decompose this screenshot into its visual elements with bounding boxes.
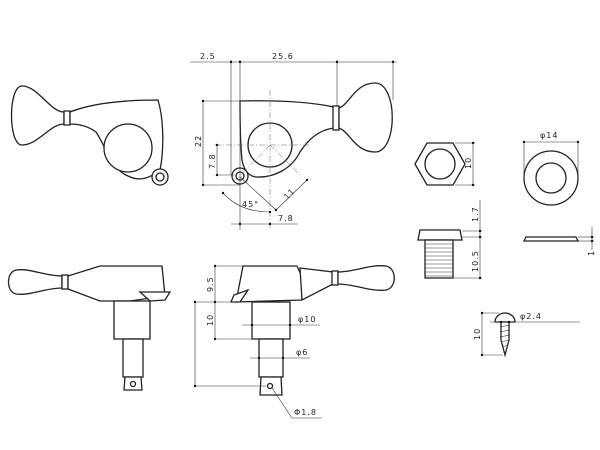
dim-label: 9.5: [206, 276, 215, 292]
dim-label: 11: [282, 186, 297, 201]
mounting-screw: φ2.4 10: [473, 311, 580, 358]
string-hole: [129, 380, 137, 388]
tuner-knob: [337, 265, 395, 291]
dim-label: 1.7: [471, 206, 480, 222]
bushing-thread: [424, 239, 454, 279]
center-line: [269, 144, 301, 176]
tuner-side-view-left: [7, 265, 172, 391]
tuner-side-view-dimensioned: 9.5 10 φ10 φ6 Φ1.8: [193, 264, 395, 419]
dim-label: 25.6: [272, 52, 294, 61]
dim-label: 7.8: [278, 214, 294, 223]
screw-hole: [155, 172, 165, 182]
tuner-front-view-left: [10, 85, 169, 186]
housing-tab: [138, 291, 172, 302]
hex-nut: 10: [414, 141, 475, 187]
knob-collar: [63, 110, 71, 126]
dim-label: 2.5: [200, 52, 216, 61]
dim-label: 1: [587, 250, 596, 256]
bushing-side: 1.7 10.5: [417, 200, 482, 280]
dim-label: φ6: [296, 348, 308, 357]
dim-label: φ2.4: [520, 312, 542, 321]
string-post: [122, 338, 144, 378]
dim-label: 22: [194, 135, 203, 147]
screw-head: [494, 312, 516, 323]
center-line: [235, 144, 271, 181]
tuner-knob: [10, 85, 65, 146]
screw-shank: [500, 321, 510, 358]
dim-label: 10: [473, 328, 482, 340]
tuner-knob: [7, 269, 63, 295]
tuner-housing: [235, 265, 303, 303]
knob-collar: [331, 270, 339, 286]
string-hole: [266, 382, 274, 390]
knob-collar: [61, 274, 69, 290]
tuner-knob: [338, 82, 393, 153]
dim-label: 10.5: [471, 250, 480, 272]
washer-hole: [535, 162, 567, 194]
tuner-front-view-dimensioned: 2.5 25.6 22 7.8 45° 11 7.8: [190, 52, 397, 230]
washer-front: φ14: [522, 131, 580, 206]
dim-label: φ10: [298, 315, 316, 324]
washer-side: 1: [522, 227, 596, 256]
dim-label: 10: [206, 314, 215, 326]
dim-label: 7.8: [208, 153, 217, 169]
dim-label: φ14: [540, 131, 558, 140]
bushing-shaft: [113, 300, 151, 340]
dim-label: 45°: [242, 200, 259, 209]
knob-shank: [299, 267, 334, 302]
hex-nut-hole: [424, 148, 456, 180]
bushing-shaft: [251, 301, 291, 340]
knob-collar: [332, 105, 340, 131]
capstan-hole: [103, 123, 153, 173]
dim-label: Φ1.8: [294, 408, 317, 417]
washer-edge: [522, 236, 580, 242]
dim-label: 10: [464, 157, 473, 169]
bushing-flange: [417, 229, 463, 241]
housing-tab: [230, 288, 250, 303]
